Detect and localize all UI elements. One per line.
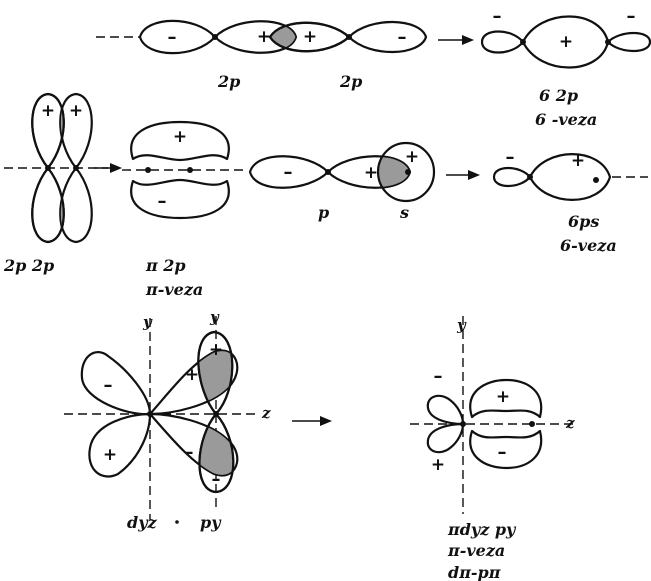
ps-sign-plus-2: + xyxy=(405,147,419,167)
sigma-ps-sign-plus: + xyxy=(571,151,585,171)
pi-result-nucleus-2 xyxy=(187,167,193,173)
label-pi-bond-1: π-veza xyxy=(145,280,203,299)
sigma-small-lobe-right xyxy=(606,31,651,53)
ps-sign-plus-1: + xyxy=(364,163,378,183)
py-nucleus xyxy=(213,411,219,417)
pi-result-sign-minus: – xyxy=(158,191,167,212)
result-sign-minus-1: – xyxy=(434,366,443,387)
dyz-py-overlap-lower xyxy=(199,414,234,477)
result-sign-plus-2: + xyxy=(431,455,445,475)
pi-sign-plus-1: + xyxy=(41,101,55,121)
row1-sign-plus-1: + xyxy=(257,27,271,47)
row1-nucleus-2 xyxy=(346,34,352,40)
row2-arrow-1-head xyxy=(110,163,122,173)
label-pi-2p: π 2p xyxy=(145,256,186,275)
dyz-sign-minus-1: – xyxy=(104,375,113,396)
result-lobe-upper-right xyxy=(469,378,543,419)
axis-z-2: z xyxy=(565,414,575,432)
pi-nucleus-2 xyxy=(73,165,79,171)
result-lobe-upper-left xyxy=(426,394,465,426)
pi-lobe-lower-1-outline xyxy=(31,166,65,244)
ps-nucleus-p xyxy=(325,169,331,175)
dyz-lobe-lower-right xyxy=(148,412,239,477)
ps-s-orbital xyxy=(376,141,436,203)
axis-y-3: y xyxy=(456,316,467,334)
axis-y-1: y xyxy=(142,313,153,331)
pi-lobe-lower-1 xyxy=(31,166,65,244)
row1-arrow-head xyxy=(462,35,474,45)
label-sigma-2p: 6 2p xyxy=(539,86,578,105)
sigma-ps-small-lobe xyxy=(492,166,532,188)
sigma-ps-nucleus-1 xyxy=(527,174,533,180)
ps-nucleus-s xyxy=(405,169,411,175)
row1-lobe-1 xyxy=(138,19,217,55)
label-py: py xyxy=(200,513,222,532)
label-dyz: dyz xyxy=(127,513,157,532)
py-sign-plus: + xyxy=(209,340,223,360)
row1-sign-minus-2: – xyxy=(398,27,407,48)
row2-arrow-2-head xyxy=(468,170,480,180)
label-pi-bond-2: π-veza xyxy=(447,541,505,560)
sigma-sign-plus: + xyxy=(559,32,573,52)
py-lobe-upper-outline xyxy=(197,330,234,416)
result-nucleus-2 xyxy=(529,421,535,427)
pi-result-upper xyxy=(130,120,230,162)
row1-sign-minus-1: – xyxy=(168,27,177,48)
pi-overlap-lower xyxy=(59,168,64,242)
axis-y-2: y xyxy=(209,308,220,326)
pi-result-sign-plus: + xyxy=(173,127,187,147)
sigma-small-lobe-left xyxy=(480,30,525,54)
label-2p-right: 2p xyxy=(339,72,362,91)
sigma-ps-nucleus-2 xyxy=(593,177,599,183)
sigma-nucleus-1 xyxy=(520,39,526,45)
ps-sign-minus: – xyxy=(284,162,293,183)
row1-lobe-4 xyxy=(347,20,428,54)
sigma-sign-minus-1: – xyxy=(493,6,502,27)
result-sign-plus-1: + xyxy=(496,387,510,407)
label-separator-dot xyxy=(175,520,179,524)
label-sigma-ps: 6ps xyxy=(568,212,599,231)
label-d-pi-p-pi: dπ-pπ xyxy=(448,563,501,581)
dyz-sign-minus-2: – xyxy=(185,442,194,463)
pi-lobe-lower-2 xyxy=(59,166,93,244)
dyz-sign-plus-2: + xyxy=(103,445,117,465)
dyz-lobe-upper-left xyxy=(80,351,152,416)
py-sign-minus: – xyxy=(212,469,221,490)
row1-lobe-3-outline xyxy=(268,21,351,53)
pi-result-lower xyxy=(130,178,230,220)
label-s: s xyxy=(399,203,409,222)
axis-z-1: z xyxy=(261,404,271,422)
dyz-lobe-upper-right xyxy=(148,349,239,416)
result-lobe-lower-right xyxy=(469,429,543,470)
label-sigma-bond-1: 6 -veza xyxy=(535,110,597,129)
result-lobe-lower-left xyxy=(426,422,465,454)
pi-nucleus-1 xyxy=(45,165,51,171)
dyz-nucleus xyxy=(147,411,153,417)
pi-lobe-upper-1-outline xyxy=(31,92,65,170)
sigma-sign-minus-2: – xyxy=(627,6,636,27)
label-pi-dyz-py: πdyz py xyxy=(447,520,517,539)
result-sign-minus-2: – xyxy=(498,442,507,463)
label-sigma-bond-2: 6-veza xyxy=(560,236,617,255)
label-p: p xyxy=(318,203,329,222)
dyz-py-overlap-upper xyxy=(198,349,233,414)
row1-nucleus-1 xyxy=(212,34,218,40)
dyz-sign-plus-1: + xyxy=(185,365,199,385)
label-2p-2p: 2p 2p xyxy=(3,256,54,275)
pi-sign-plus-2: + xyxy=(69,101,83,121)
label-2p-left: 2p xyxy=(217,72,240,91)
ps-p-lobe-minus xyxy=(248,155,330,189)
sigma-ps-sign-minus: – xyxy=(506,147,515,168)
row3-arrow-head xyxy=(320,416,332,426)
sigma-nucleus-2 xyxy=(605,39,611,45)
pi-result-nucleus-1 xyxy=(145,167,151,173)
dyz-lobe-lower-left xyxy=(88,412,152,478)
row1-sign-plus-2: + xyxy=(303,27,317,47)
result-nucleus-1 xyxy=(460,421,466,427)
py-lobe-lower-outline xyxy=(198,412,235,494)
sigma-ps-big-lobe xyxy=(528,153,612,201)
